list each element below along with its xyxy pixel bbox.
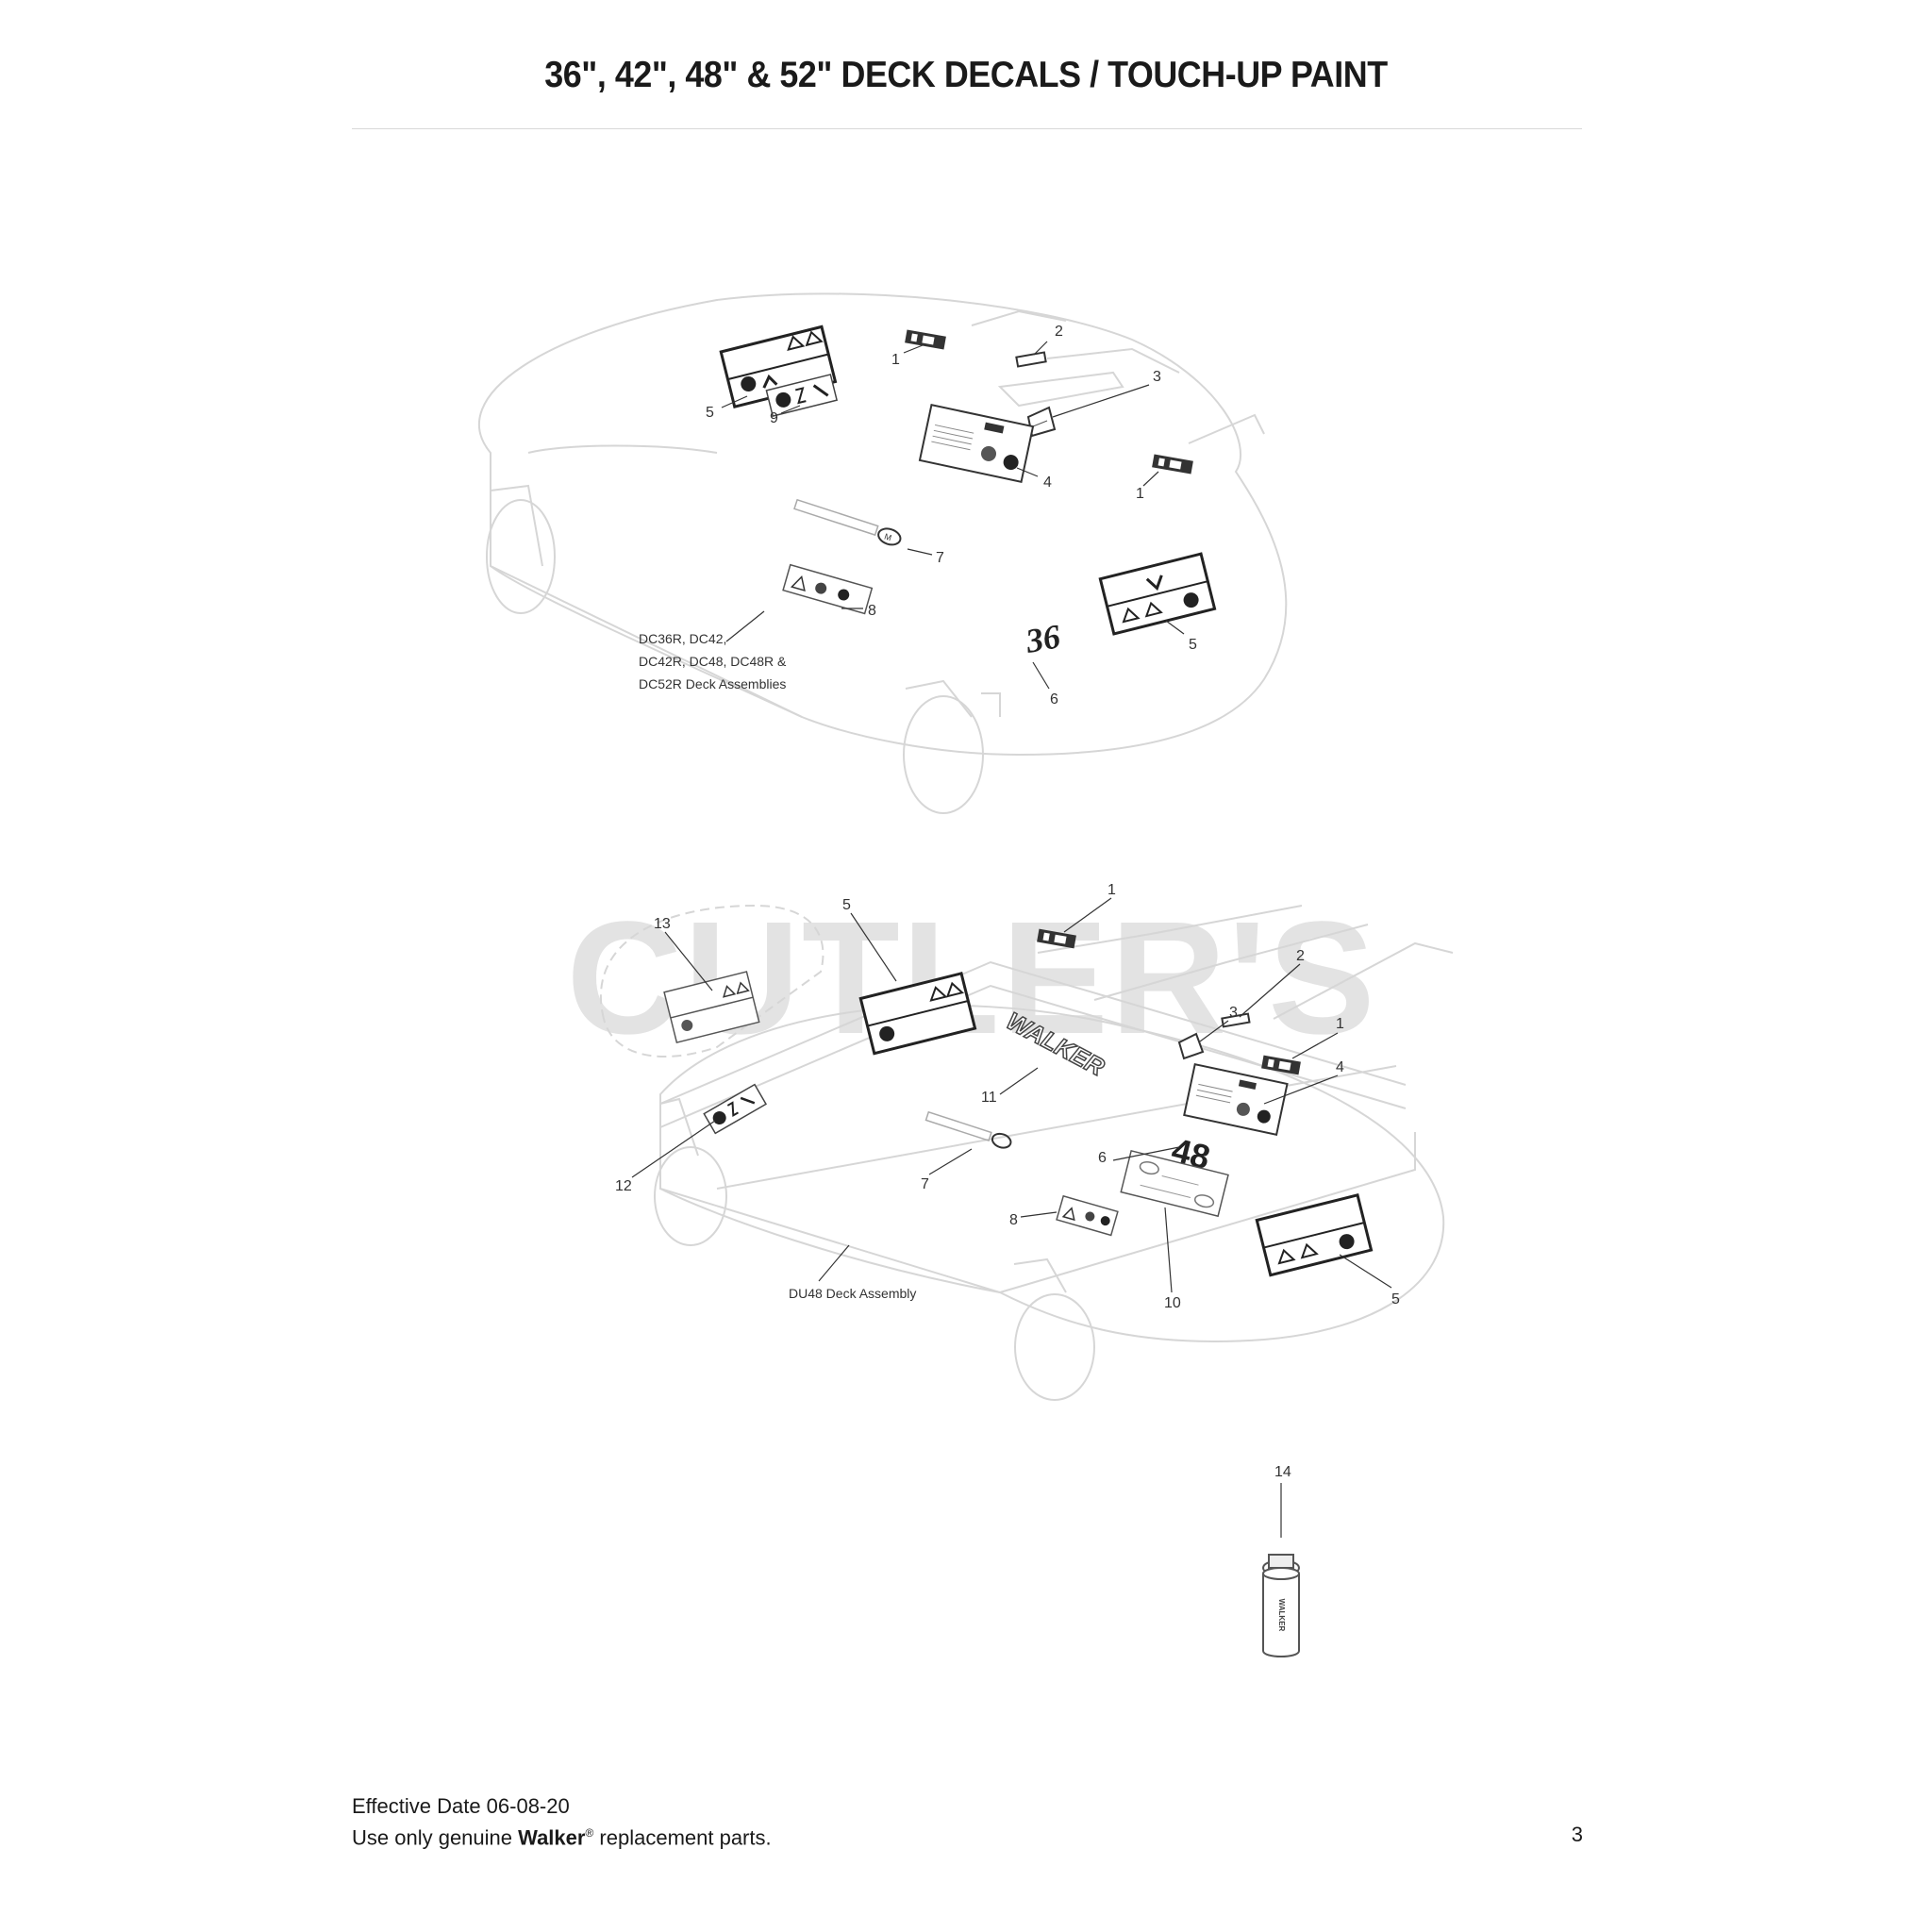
callout-top-5a: 5 bbox=[706, 405, 714, 421]
bottom-decal-5a bbox=[858, 972, 977, 1056]
top-assembly-line-3: DC52R Deck Assemblies bbox=[639, 676, 786, 691]
callout-top-9: 9 bbox=[770, 410, 778, 426]
bottom-decal-5b bbox=[1255, 1193, 1374, 1277]
top-deck-size-decal: 36 bbox=[1022, 617, 1062, 660]
callout-paint-14: 14 bbox=[1274, 1464, 1291, 1480]
callout-top-5b: 5 bbox=[1189, 637, 1197, 653]
callout-bottom-12: 12 bbox=[615, 1178, 632, 1194]
callout-bottom-11: 11 bbox=[981, 1090, 997, 1106]
paint-can-label: WALKER bbox=[1277, 1599, 1286, 1632]
top-decal-9 bbox=[765, 374, 839, 417]
top-decal-1b bbox=[1152, 454, 1193, 475]
callout-bottom-8: 8 bbox=[1009, 1212, 1018, 1228]
callout-bottom-2: 2 bbox=[1296, 948, 1305, 964]
callout-top-2: 2 bbox=[1055, 324, 1063, 340]
callout-top-1b: 1 bbox=[1136, 486, 1144, 502]
callout-bottom-13: 13 bbox=[654, 916, 671, 932]
top-decal-1a bbox=[905, 329, 946, 350]
callout-bottom-7: 7 bbox=[921, 1176, 929, 1192]
callout-top-1a: 1 bbox=[891, 352, 900, 368]
callout-top-7: 7 bbox=[936, 550, 944, 566]
bottom-assembly-label: DU48 Deck Assembly bbox=[789, 1286, 916, 1301]
top-decal-7: M bbox=[793, 498, 902, 546]
bottom-decal-1b bbox=[1261, 1055, 1301, 1075]
top-callouts: 1 2 3 5 9 4 1 7 8 5 6 bbox=[706, 324, 1197, 708]
parts-note-suffix: replacement parts. bbox=[593, 1825, 772, 1850]
bottom-decal-10 bbox=[1120, 1149, 1229, 1218]
callout-bottom-10: 10 bbox=[1164, 1295, 1181, 1311]
page-number: 3 bbox=[1571, 1823, 1583, 1846]
callout-top-8: 8 bbox=[868, 603, 876, 619]
top-decal-8 bbox=[782, 563, 874, 615]
bottom-callouts: 1 5 13 2 3 1 4 11 12 6 7 8 10 5 bbox=[615, 882, 1400, 1311]
callout-bottom-4: 4 bbox=[1336, 1059, 1344, 1075]
top-deck-illustration bbox=[477, 292, 1288, 814]
bottom-decal-7 bbox=[924, 1110, 1012, 1149]
top-leader-lines bbox=[721, 341, 1185, 690]
registered-mark: ® bbox=[585, 1826, 594, 1840]
genuine-parts-note: Use only genuine Walker® replacement par… bbox=[352, 1820, 772, 1851]
callout-bottom-1a: 1 bbox=[1108, 882, 1116, 898]
bottom-decal-8 bbox=[1056, 1194, 1119, 1237]
top-assembly-line-1: DC36R, DC42, bbox=[639, 631, 726, 646]
parts-note-prefix: Use only genuine bbox=[352, 1825, 519, 1850]
bottom-decal-4 bbox=[1183, 1063, 1289, 1136]
callout-bottom-6: 6 bbox=[1098, 1150, 1107, 1166]
bottom-decal-3 bbox=[1177, 1032, 1205, 1060]
callout-bottom-5a: 5 bbox=[842, 897, 851, 913]
bottom-decal-1a bbox=[1037, 928, 1076, 949]
top-decal-5b bbox=[1098, 552, 1217, 636]
watermark-text: CUTLER'S bbox=[566, 889, 1376, 1068]
footer: Effective Date 06-08-20 Use only genuine… bbox=[352, 1793, 772, 1851]
callout-bottom-5b: 5 bbox=[1391, 1291, 1400, 1307]
title-divider bbox=[352, 128, 1582, 129]
svg-text:M: M bbox=[883, 532, 892, 543]
top-decal-4 bbox=[918, 404, 1035, 483]
effective-date: Effective Date 06-08-20 bbox=[352, 1794, 570, 1818]
page-title: 36", 42", 48" & 52" DECK DECALS / TOUCH-… bbox=[544, 55, 1388, 95]
top-decal-2 bbox=[1015, 351, 1047, 368]
callout-bottom-1b: 1 bbox=[1336, 1016, 1344, 1032]
top-decal-3 bbox=[1026, 406, 1057, 438]
bottom-decal-2 bbox=[1221, 1012, 1251, 1028]
bottom-leader-lines bbox=[631, 897, 1392, 1293]
top-assembly-label: DC36R, DC42, DC42R, DC48, DC48R & DC52R … bbox=[639, 631, 787, 691]
callout-top-4: 4 bbox=[1043, 475, 1052, 491]
paint-can-illustration: WALKER bbox=[1262, 1483, 1300, 1657]
callout-top-3: 3 bbox=[1153, 369, 1161, 385]
brand-name: Walker bbox=[518, 1825, 586, 1850]
bottom-decal-12 bbox=[703, 1083, 768, 1135]
callout-top-6: 6 bbox=[1050, 691, 1058, 708]
top-assembly-line-2: DC42R, DC48, DC48R & bbox=[639, 654, 787, 669]
callout-bottom-3: 3 bbox=[1229, 1005, 1238, 1021]
